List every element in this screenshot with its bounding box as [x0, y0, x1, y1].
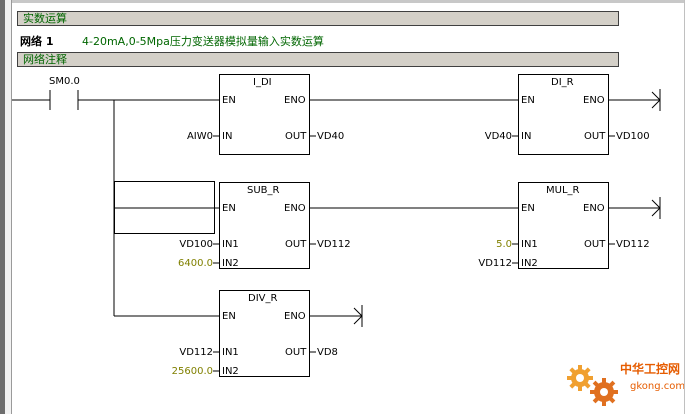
block-div-r[interactable]: [219, 290, 310, 377]
pin-in: IN: [521, 131, 532, 142]
pin-in2: IN2: [222, 258, 239, 269]
operand-in2[interactable]: VD112: [478, 258, 512, 269]
pin-en: EN: [222, 203, 236, 214]
pin-in2: IN2: [222, 366, 239, 377]
block-i-di[interactable]: [219, 74, 310, 155]
block-title: DIV_R: [248, 293, 278, 304]
block-title: MUL_R: [546, 185, 580, 196]
watermark-url: gkong.com: [630, 381, 686, 392]
eno-arrow-icon: [353, 305, 363, 327]
pin-eno: ENO: [284, 203, 306, 214]
pin-in1: IN1: [521, 239, 538, 250]
pin-in1: IN1: [222, 347, 239, 358]
operand-out[interactable]: VD100: [616, 131, 650, 142]
pin-en: EN: [521, 95, 535, 106]
selection-cursor[interactable]: [114, 181, 215, 234]
operand-in2[interactable]: 25600.0: [171, 366, 213, 377]
pin-en: EN: [222, 311, 236, 322]
program-title-bar[interactable]: 实数运算: [17, 11, 619, 26]
block-di-r[interactable]: [518, 74, 609, 155]
pin-in1: IN1: [222, 239, 239, 250]
editor-left-gutter: [5, 0, 12, 414]
pin-in2: IN2: [521, 258, 538, 269]
pin-out: OUT: [285, 239, 307, 250]
operand-out[interactable]: VD40: [317, 131, 345, 142]
eno-arrow-icon: [651, 89, 661, 111]
network-comment-bar[interactable]: 网络注释: [17, 52, 619, 67]
operand-out[interactable]: VD112: [616, 239, 650, 250]
editor-left-margin: [0, 0, 5, 414]
program-title: 实数运算: [23, 12, 67, 25]
operand-in2[interactable]: 6400.0: [178, 258, 213, 269]
pin-en: EN: [521, 203, 535, 214]
block-title: SUB_R: [247, 185, 280, 196]
network-title[interactable]: 4-20mA,0-5Mpa压力变送器模拟量输入实数运算: [82, 35, 324, 48]
operand-in1[interactable]: 5.0: [496, 239, 512, 250]
operand-in[interactable]: VD40: [484, 131, 512, 142]
pin-eno: ENO: [583, 95, 605, 106]
eno-arrow-icon: [651, 197, 661, 219]
block-title: I_DI: [253, 77, 272, 88]
pin-out: OUT: [584, 131, 606, 142]
watermark-title: 中华工控网: [620, 362, 681, 376]
contact-sm0-0[interactable]: [49, 90, 79, 110]
pin-out: OUT: [584, 239, 606, 250]
operand-in[interactable]: AIW0: [186, 131, 213, 142]
pin-eno: ENO: [284, 311, 306, 322]
editor-top-border: [12, 0, 699, 3]
pin-in: IN: [222, 131, 233, 142]
pin-eno: ENO: [284, 95, 306, 106]
operand-in1[interactable]: VD112: [179, 347, 213, 358]
pin-en: EN: [222, 95, 236, 106]
operand-out[interactable]: VD8: [317, 347, 338, 358]
operand-in1[interactable]: VD100: [179, 239, 213, 250]
block-sub-r[interactable]: [219, 182, 310, 269]
contact-label: SM0.0: [49, 76, 80, 87]
block-mul-r[interactable]: [518, 182, 609, 269]
pin-eno: ENO: [583, 203, 605, 214]
network-comment: 网络注释: [23, 53, 67, 66]
gear-logo-icon: [567, 365, 618, 406]
pin-out: OUT: [285, 131, 307, 142]
operand-out[interactable]: VD112: [317, 239, 351, 250]
network-label[interactable]: 网络 1: [20, 35, 54, 48]
pin-out: OUT: [285, 347, 307, 358]
block-title: DI_R: [551, 77, 574, 88]
editor-right-edge: [684, 0, 699, 414]
